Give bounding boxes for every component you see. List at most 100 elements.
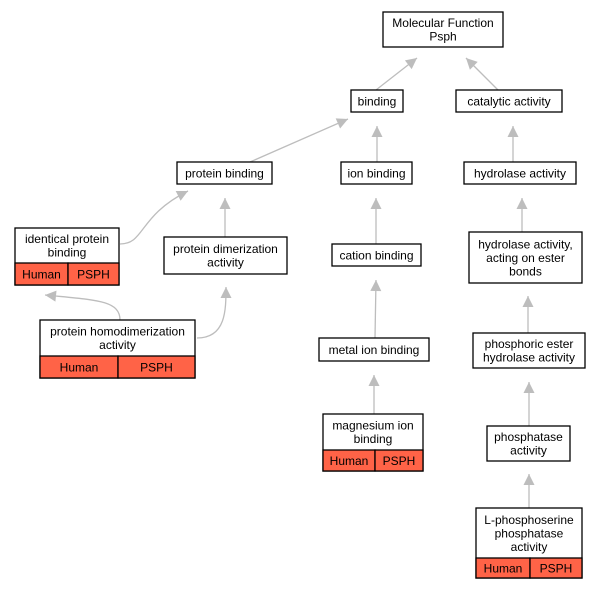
term-label-line: hydrolase activity [474,166,566,180]
arrowhead [371,126,383,137]
term-box [463,161,577,185]
term-label-line: bonds [509,264,542,278]
term-label-line: binding [358,94,397,108]
species-label: Human [22,267,61,281]
edge-line [119,190,189,245]
gene-label: PSPH [77,267,110,281]
term-box [318,337,430,362]
term-box [176,161,273,185]
arrowhead [175,191,188,201]
arrowhead [220,287,232,298]
species-label: Human [60,360,99,374]
arrowhead [45,290,57,302]
term-label-line: protein binding [185,166,264,180]
arrowhead [523,382,535,393]
term-box [340,161,413,185]
term-label-line: metal ion binding [329,343,420,357]
gene-label: PSPH [140,360,173,374]
edge-layer [44,57,535,508]
term-box [331,243,422,267]
arrowhead [370,198,382,209]
arrowhead [368,375,380,386]
term-label-line: activity [99,338,136,352]
edge-metal-to-cation [370,279,382,339]
term-label-line: acting on ester [486,251,565,265]
annotation-cell [374,449,424,472]
arrowhead [507,126,519,137]
edge-magnesium-to-metal [368,375,380,414]
term-label-line: protein homodimerization [50,325,185,339]
term-label-line: L-phosphoserine [484,513,574,527]
term-label-line: hydrolase activity, [478,237,572,251]
term-label-line: catalytic activity [467,94,550,108]
edge-hydrolase-to-catalytic [507,126,519,162]
edge-homodimerization-to-identical [44,290,121,321]
go-term-cation[interactable]: cation binding [331,243,422,267]
arrowhead [522,296,534,307]
term-label-line: Molecular Function [392,16,493,30]
go-term-hydrolase[interactable]: hydrolase activity [463,161,577,185]
go-term-protein-binding[interactable]: protein binding [176,161,273,185]
term-label-line: phosphoric ester [485,337,574,351]
gene-label: PSPH [383,454,416,468]
edge-catalytic-to-root [465,57,499,91]
edge-line [249,118,349,163]
edge-phosphatase-to-phosphoric [523,382,535,426]
go-term-ion-binding[interactable]: ion binding [340,161,413,185]
arrowhead [219,198,231,209]
go-term-metal[interactable]: metal ion binding [318,337,430,362]
edge-phosphoric-to-ester [522,296,534,333]
edge-ion_binding-to-binding [371,126,383,162]
species-label: Human [484,561,523,575]
term-box [468,231,583,284]
term-label-line: hydrolase activity [483,351,575,365]
annotation-cell [67,262,120,286]
edge-binding-to-root [375,57,418,91]
go-term-catalytic[interactable]: catalytic activity [455,89,563,113]
term-label-line: magnesium ion [332,419,413,433]
term-box [350,89,404,113]
term-label-line: Psph [429,30,456,44]
term-label-line: phosphatase [494,430,563,444]
term-label-line: identical protein [25,232,109,246]
gene-label: PSPH [540,561,573,575]
term-label-line: activity [207,256,244,270]
arrowhead [523,474,535,485]
annotation-cell [117,355,196,379]
arrowhead [370,280,382,292]
arrowhead [404,58,417,70]
term-box [472,332,586,369]
arrowhead [466,58,478,70]
term-label-line: phosphatase [495,526,564,540]
term-box [382,11,504,48]
edge-identical-to-protein_binding [119,190,189,245]
edge-line [44,294,121,321]
term-box [486,425,571,462]
term-label-line: protein dimerization [173,242,278,256]
edge-ester-to-hydrolase [516,198,528,232]
edge-lphospho-to-phosphatase [523,474,535,508]
edge-cation-to-ion_binding [370,198,382,244]
edge-line [196,286,227,339]
term-label-line: cation binding [339,248,413,262]
term-box [455,89,563,113]
term-box [163,236,288,275]
arrowhead [516,198,528,209]
edge-homodimerization-to-dimerization [196,286,232,339]
go-term-binding[interactable]: binding [350,89,404,113]
annotation-cell [529,557,583,579]
arrowhead [335,118,348,129]
term-label-line: activity [510,444,547,458]
edge-protein_binding-to-binding [249,118,349,163]
